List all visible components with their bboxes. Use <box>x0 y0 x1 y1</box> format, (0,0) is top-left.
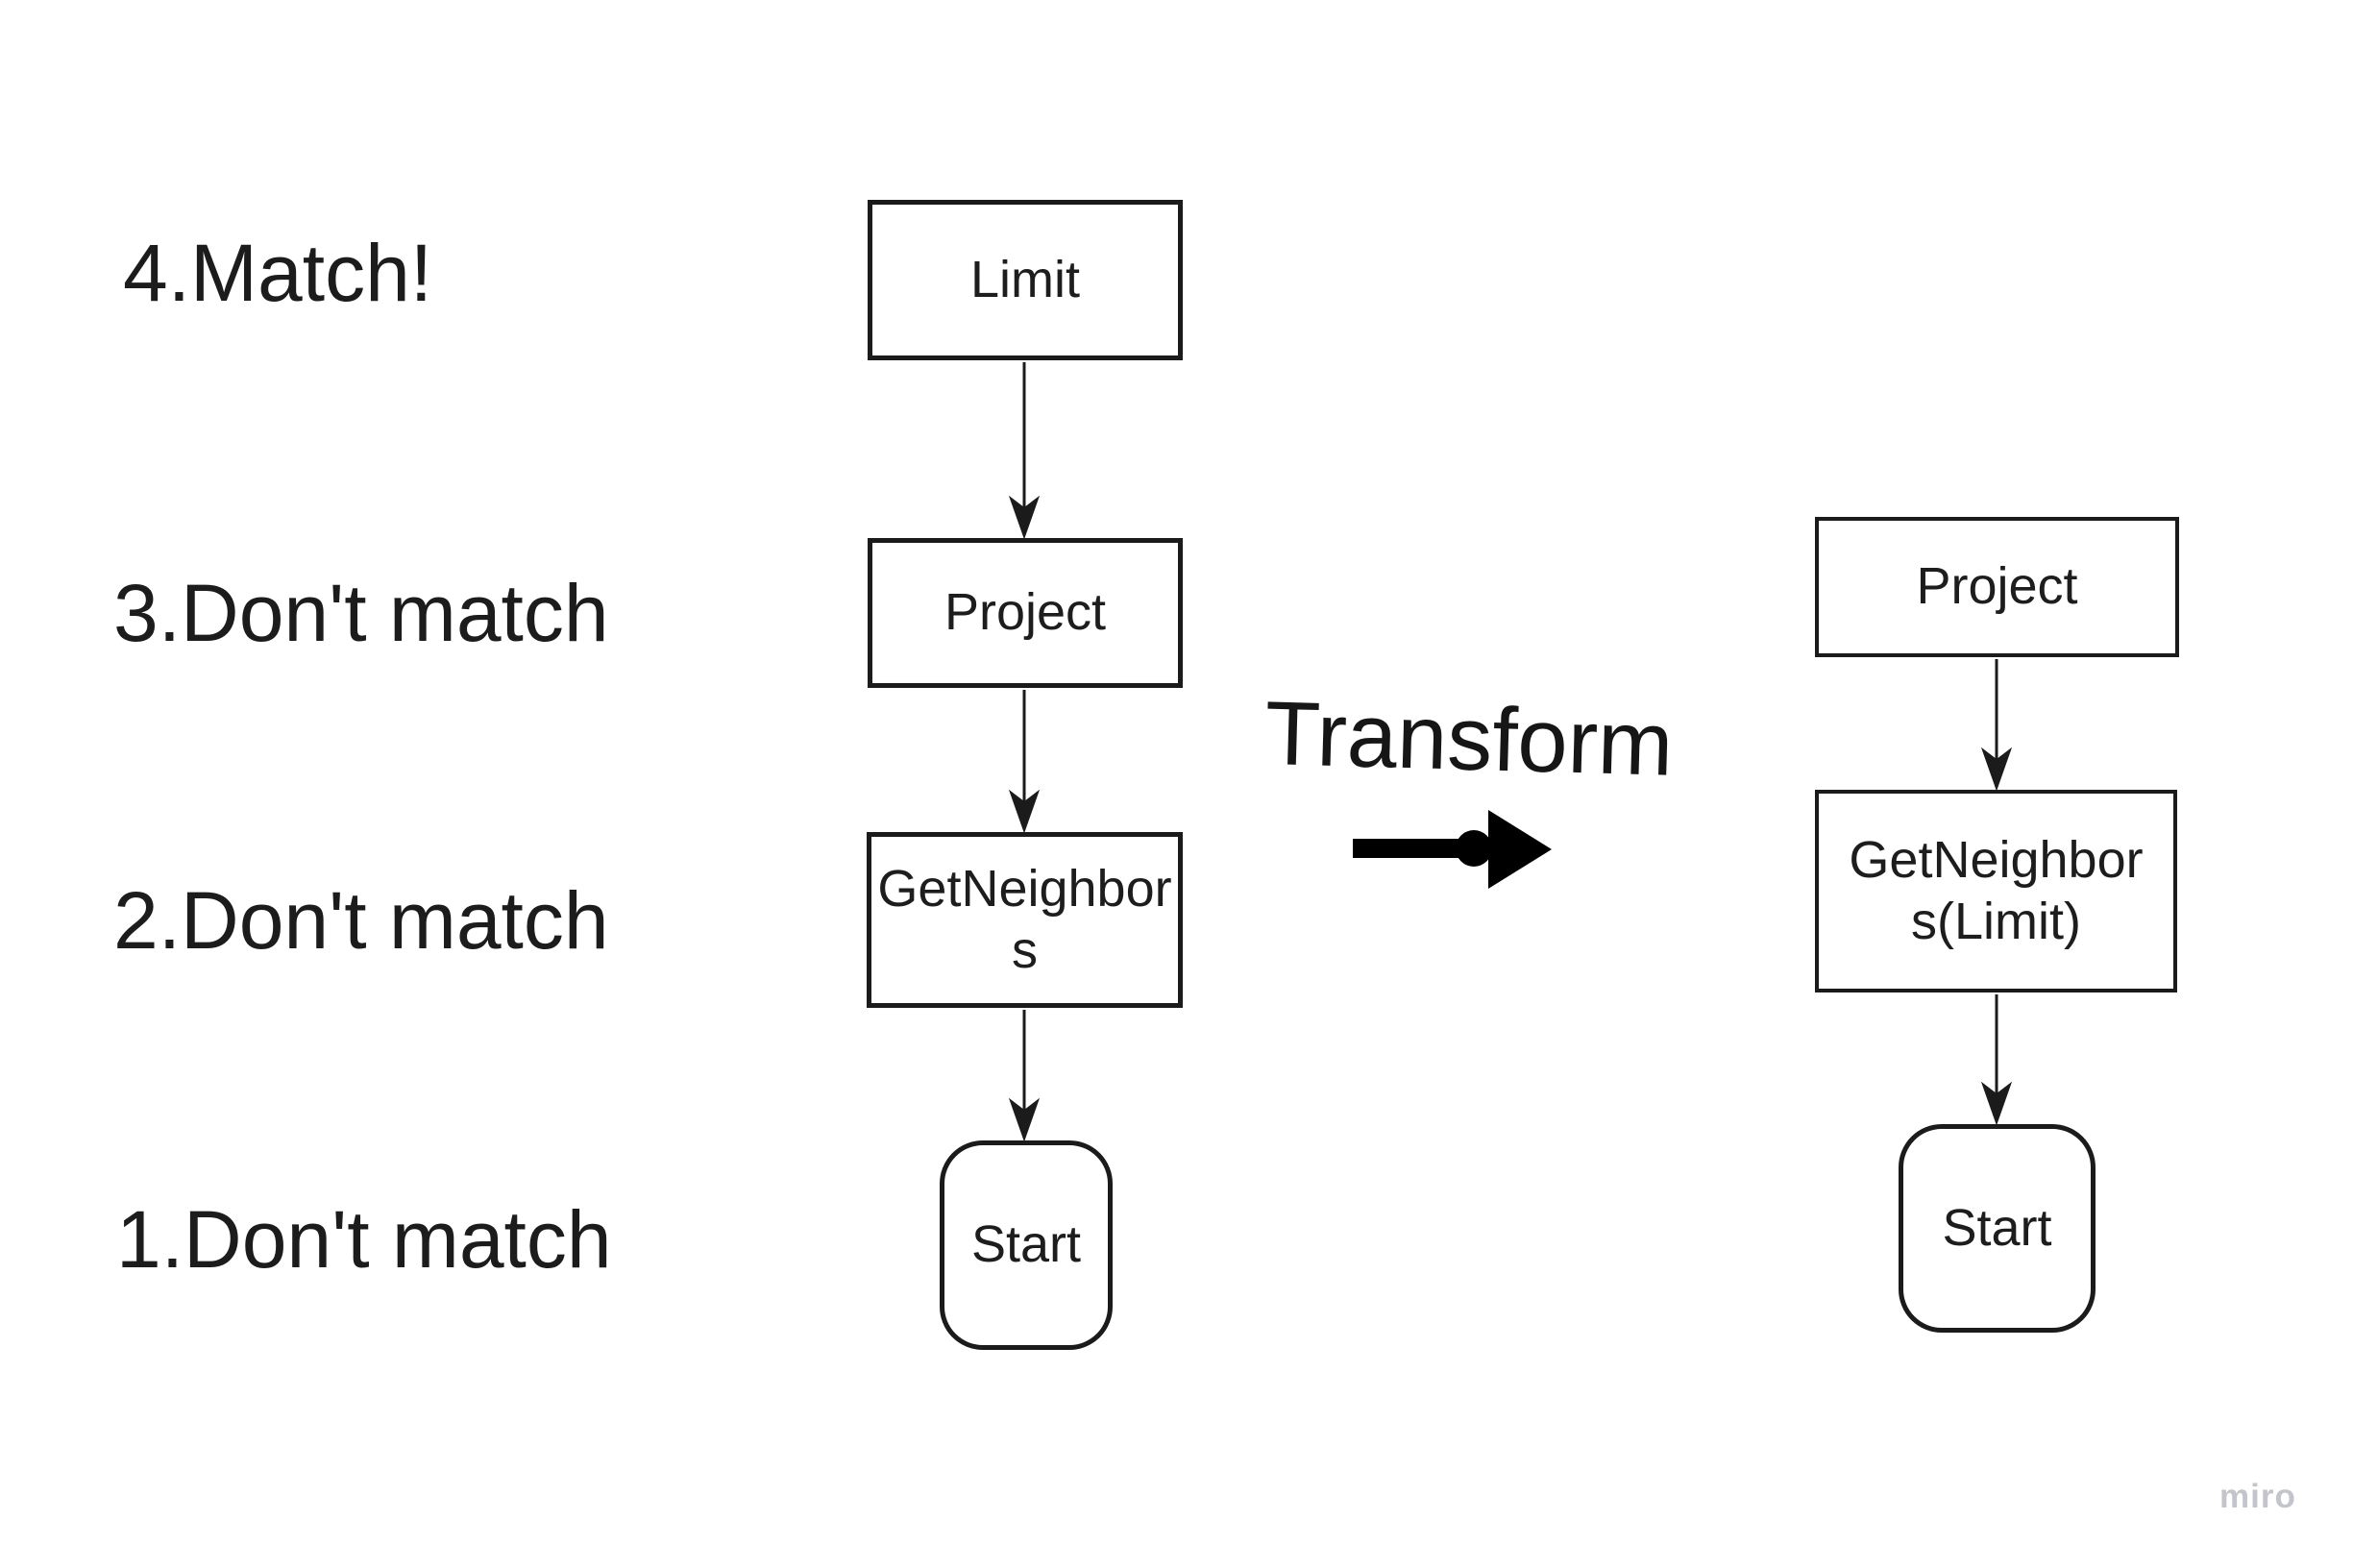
annotation-step-2: 2.Don't match <box>113 875 609 966</box>
arrow-project-to-getneighbors-limit <box>1980 659 2013 792</box>
arrow-project-to-getneighbors <box>1008 690 1041 834</box>
node-label: Start <box>970 1215 1082 1274</box>
node-getneighbors-limit-right: GetNeighbor s(Limit) <box>1815 790 2177 992</box>
node-label: Limit <box>969 250 1080 308</box>
transform-label: Transform <box>1263 682 1675 795</box>
annotation-step-1: 1.Don't match <box>116 1194 612 1285</box>
node-start-right: Start <box>1899 1124 2096 1333</box>
annotation-step-4: 4.Match! <box>123 228 433 318</box>
node-label-line: s <box>1012 920 1038 979</box>
node-label: Project <box>944 583 1107 642</box>
node-start-left: Start <box>940 1140 1113 1350</box>
arrow-getneighbors-to-start <box>1008 1010 1041 1142</box>
node-label: Start <box>1942 1198 2052 1257</box>
miro-watermark: miro <box>2219 1478 2296 1515</box>
annotation-step-3: 3.Don't match <box>113 568 609 658</box>
transform-arrow-icon <box>1353 810 1552 889</box>
node-label: Project <box>1916 557 2078 616</box>
node-label-line: GetNeighbor <box>1849 831 2144 890</box>
node-limit: Limit <box>868 200 1183 360</box>
arrow-limit-to-project <box>1008 362 1041 540</box>
node-project-left: Project <box>868 538 1183 688</box>
arrow-getneighbors-limit-to-start <box>1980 994 2013 1126</box>
node-project-right: Project <box>1815 517 2179 657</box>
node-getneighbors-left: GetNeighbor s <box>867 832 1183 1008</box>
node-label-line: GetNeighbor <box>877 860 1172 919</box>
node-label-line: s(Limit) <box>1911 892 2081 950</box>
